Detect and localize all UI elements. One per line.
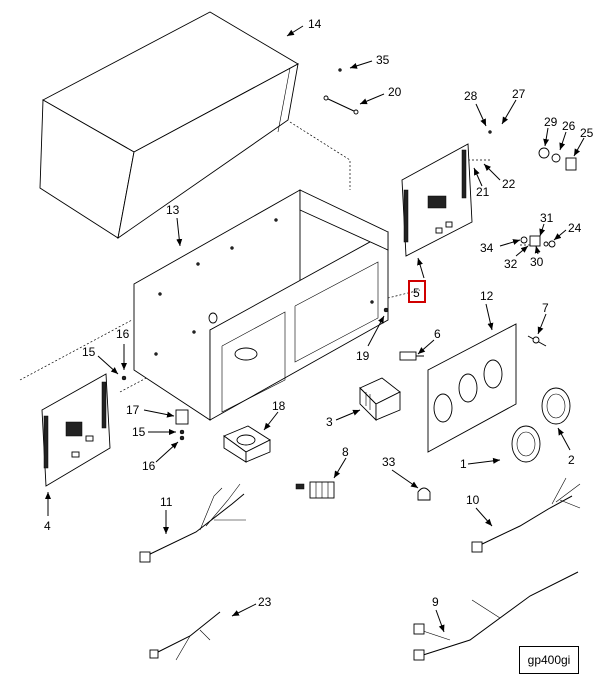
- connector-part: [295, 481, 335, 499]
- callout-label: 16: [142, 459, 156, 473]
- callout-label: 2: [568, 453, 575, 467]
- wire-harness-23: [149, 611, 221, 661]
- callout-label: 19: [356, 349, 370, 363]
- wire-harness-11: [139, 483, 246, 563]
- callout-labels: 14 35 20 28 27 29 26 25 21 22 13 31 24 3…: [44, 17, 594, 609]
- callout-label: 34: [480, 241, 494, 255]
- callout-label: 22: [502, 177, 516, 191]
- callout-label: 7: [542, 301, 549, 315]
- callout-label: 28: [464, 89, 478, 103]
- meter-part-1: [511, 425, 541, 463]
- callout-label: 4: [44, 519, 51, 533]
- top-cover-part: [39, 11, 299, 239]
- callout-label: 10: [466, 493, 480, 507]
- small-component-part-6: [399, 351, 424, 361]
- callout-label: 30: [530, 255, 544, 269]
- standoff-parts: [121, 307, 389, 441]
- callout-label: 15: [82, 345, 96, 359]
- callout-label: 33: [382, 455, 396, 469]
- small-component-part-7: [527, 335, 547, 347]
- callout-label: 27: [512, 87, 526, 101]
- callout-label: 17: [126, 403, 140, 417]
- meter-part-2: [541, 387, 571, 425]
- pc-board-part-4: [41, 373, 111, 487]
- switch-part: [359, 377, 401, 422]
- callout-label: 25: [580, 126, 594, 140]
- leader-lines: [45, 25, 585, 633]
- callout-label: 26: [562, 119, 576, 133]
- callout-label-highlighted: 5: [413, 286, 420, 300]
- wire-harness-9: [413, 571, 579, 661]
- fastener-parts: [520, 235, 556, 248]
- pc-board-part-5: [401, 143, 473, 257]
- callout-label: 11: [160, 495, 173, 509]
- screw-part-35: [338, 68, 342, 72]
- callout-label: 23: [258, 595, 272, 609]
- rod-part: [323, 95, 359, 115]
- wire-harness-10: [471, 477, 581, 553]
- callout-label: 8: [342, 445, 349, 459]
- callout-label: 9: [432, 595, 439, 609]
- clamp-part: [417, 487, 431, 501]
- callout-label: 24: [568, 221, 582, 235]
- callout-label: 35: [376, 53, 390, 67]
- callout-label: 32: [504, 257, 518, 271]
- chassis-part: [133, 189, 389, 421]
- callout-label: 18: [272, 399, 286, 413]
- callout-label: 20: [388, 85, 402, 99]
- callout-label: 12: [480, 289, 494, 303]
- callout-label: 15: [132, 425, 146, 439]
- callout-label: 31: [540, 211, 554, 225]
- figure-id-label: gp400gi: [519, 646, 579, 674]
- callout-label: 29: [544, 115, 558, 129]
- callout-label: 16: [116, 327, 130, 341]
- callout-label: 21: [476, 185, 490, 199]
- callout-label: 3: [326, 415, 333, 429]
- grommet-part: [223, 425, 271, 463]
- callout-label: 13: [166, 203, 180, 217]
- knob-hardware-parts: [488, 130, 577, 171]
- front-panel-part: [427, 323, 517, 453]
- highlight-box: [408, 280, 426, 303]
- callout-label: 6: [434, 327, 441, 341]
- callout-label: 1: [460, 457, 467, 471]
- callout-label: 14: [308, 17, 322, 31]
